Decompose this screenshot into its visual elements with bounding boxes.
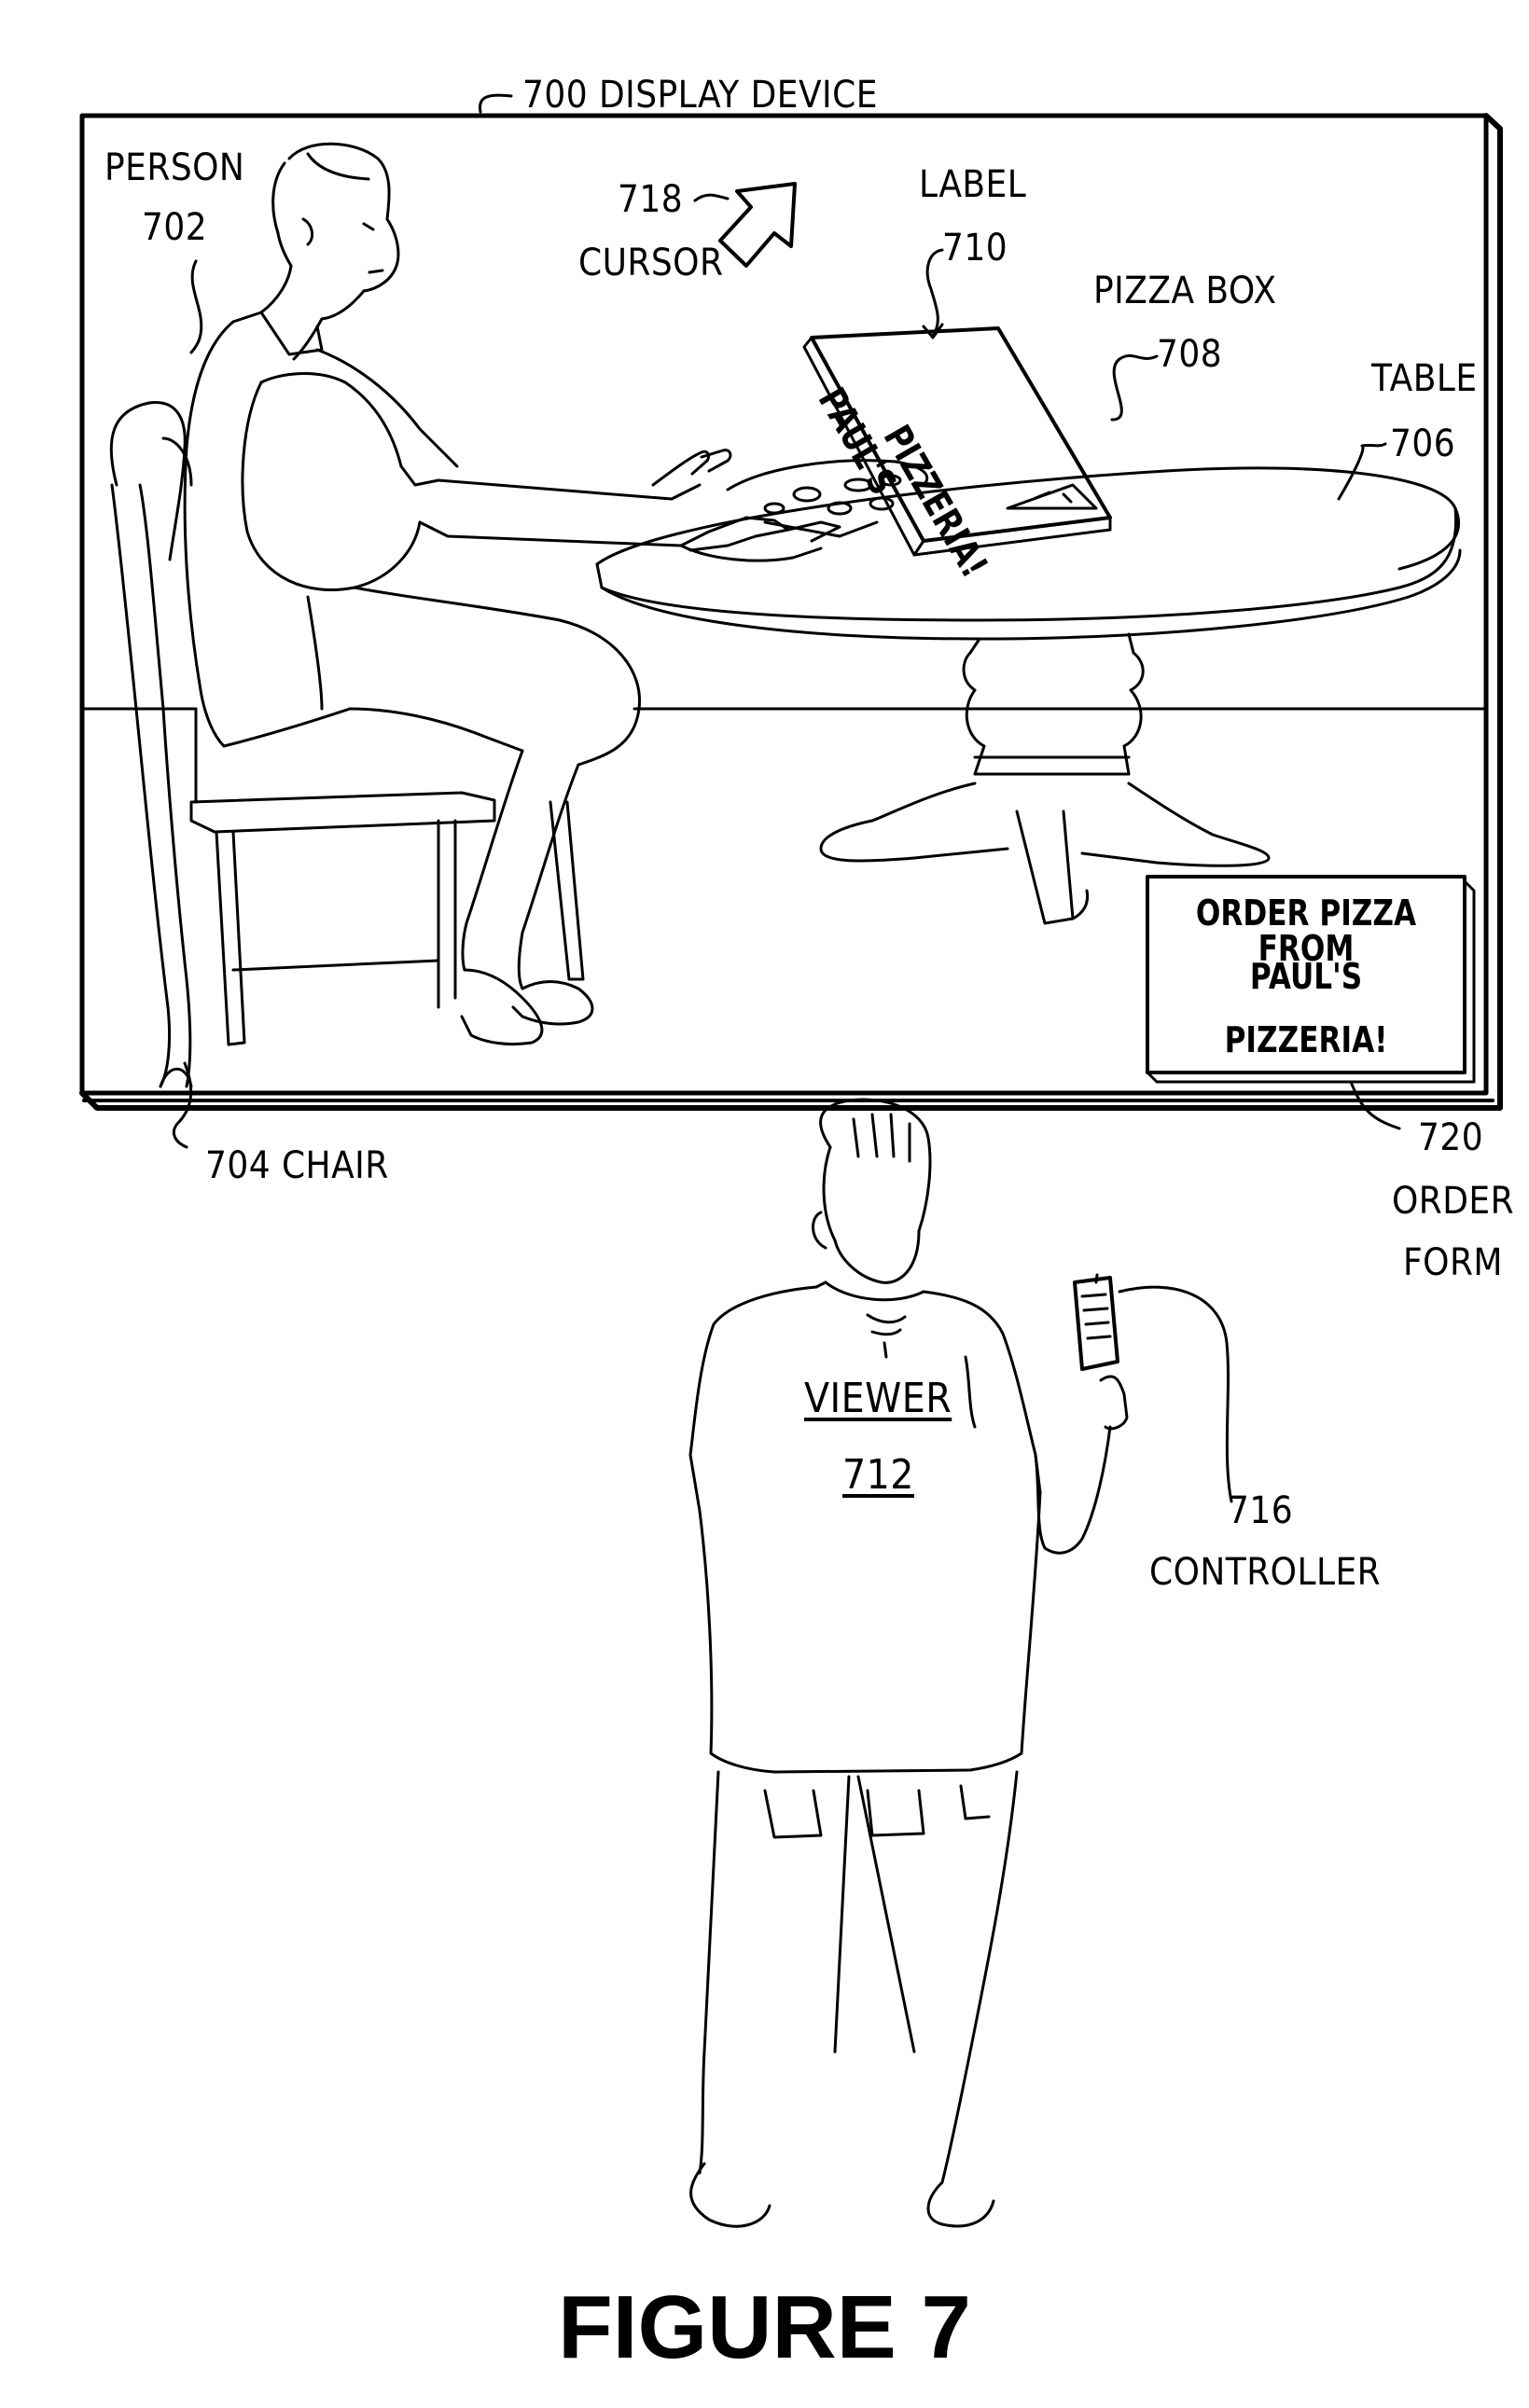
label-order-form-name-2: FORM bbox=[1403, 1244, 1503, 1281]
table-706 bbox=[597, 468, 1460, 923]
label-table-number: 706 bbox=[1390, 425, 1455, 463]
leader-718 bbox=[695, 195, 728, 201]
figure-caption: FIGURE 7 bbox=[0, 2283, 1529, 2373]
label-pizza-box-name: PIZZA BOX bbox=[1093, 272, 1277, 310]
label-order-form-number: 720 bbox=[1418, 1119, 1483, 1156]
label-pizza-box-number: 708 bbox=[1157, 336, 1222, 373]
leader-702 bbox=[191, 261, 202, 353]
label-cursor-name: CURSOR bbox=[578, 244, 723, 282]
label-label-name: LABEL bbox=[919, 166, 1026, 203]
leader-710 bbox=[927, 250, 942, 336]
order-form-line-3: PIZZERIA! bbox=[1176, 1022, 1437, 1058]
label-order-form-name-1: ORDER bbox=[1392, 1183, 1514, 1220]
label-table-name: TABLE bbox=[1371, 360, 1478, 397]
leader-716 bbox=[1119, 1287, 1231, 1502]
label-controller-name: CONTROLLER bbox=[1149, 1554, 1381, 1591]
label-controller-number: 716 bbox=[1228, 1492, 1293, 1529]
label-label-number: 710 bbox=[942, 229, 1008, 267]
leader-700 bbox=[480, 95, 511, 112]
label-person-number: 702 bbox=[142, 209, 207, 246]
person-702 bbox=[185, 144, 840, 1044]
label-viewer-name: VIEWER bbox=[804, 1378, 952, 1419]
order-form-line-2: PAUL'S bbox=[1176, 959, 1437, 994]
label-cursor-number: 718 bbox=[618, 181, 683, 218]
chair-704 bbox=[111, 403, 583, 1086]
leader-708 bbox=[1112, 355, 1157, 420]
label-person-name: PERSON bbox=[104, 149, 244, 187]
viewer-712 bbox=[690, 1100, 1127, 2226]
cursor-718 bbox=[720, 184, 795, 266]
label-viewer-number: 712 bbox=[842, 1455, 914, 1496]
label-display-device: 700 DISPLAY DEVICE bbox=[522, 76, 878, 114]
label-chair: 704 CHAIR bbox=[205, 1147, 389, 1184]
